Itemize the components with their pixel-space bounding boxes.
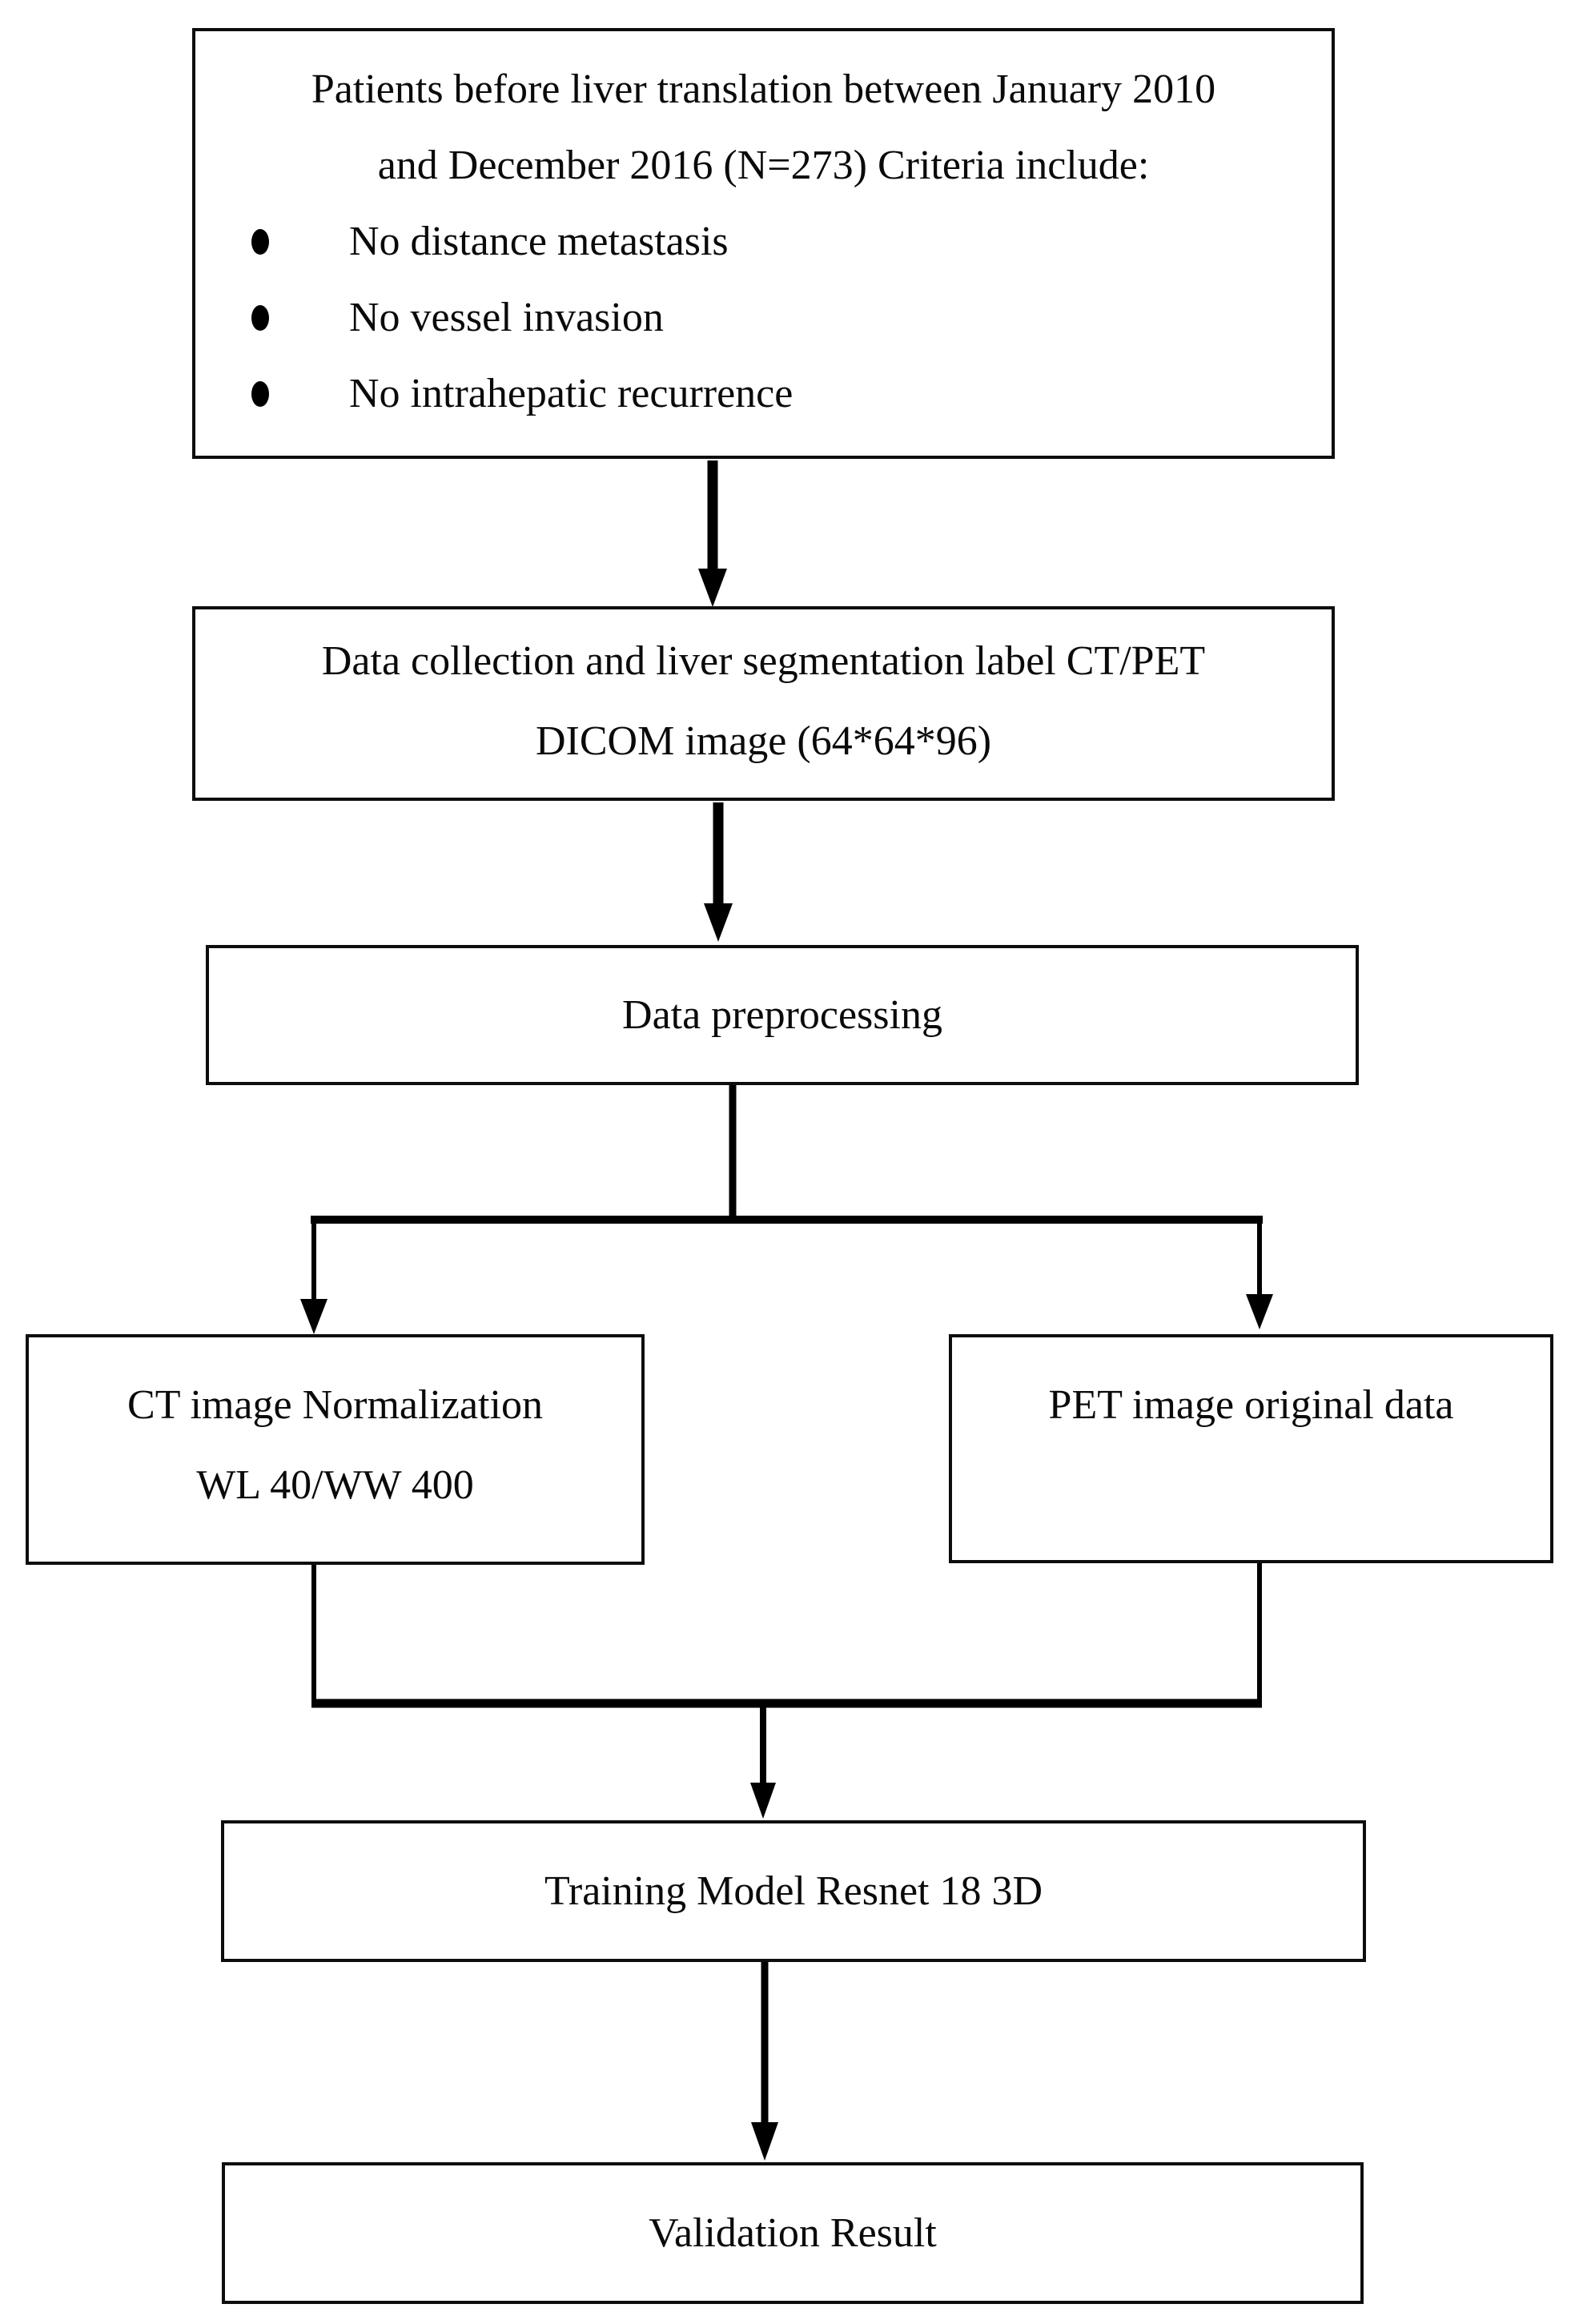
patients-line-2: and December 2016 (N=273) Criteria inclu…: [377, 142, 1150, 188]
flow-node-ct-normalization: CT image Normalization WL 40/WW 400: [26, 1334, 645, 1565]
flow-node-data-collection: Data collection and liver segmentation l…: [192, 606, 1335, 801]
patients-bullet-3: No intrahepatic recurrence: [349, 370, 794, 416]
patients-bullet-2: No vessel invasion: [349, 294, 664, 340]
flow-node-training: Training Model Resnet 18 3D: [221, 1820, 1366, 1962]
patients-bullet-row: No distance metastasis: [195, 203, 1332, 279]
flow-node-preprocessing: Data preprocessing: [206, 945, 1359, 1085]
bullet-icon: [251, 380, 269, 407]
patients-bullet-1: No distance metastasis: [349, 218, 729, 264]
validation-label: Validation Result: [649, 2209, 937, 2256]
connector-split: [300, 1085, 1273, 1334]
arrowhead-to-training: [750, 1783, 776, 1819]
pet-line-1: PET image original data: [1048, 1382, 1454, 1428]
patients-bullet-row: No intrahepatic recurrence: [195, 356, 1332, 432]
bullet-icon: [251, 304, 269, 331]
collection-line-1: Data collection and liver segmentation l…: [321, 638, 1206, 684]
arrowhead-to-ct: [300, 1299, 327, 1334]
arrow-training-to-validation: [751, 1962, 778, 2161]
patients-bullet-row: No vessel invasion: [195, 279, 1332, 356]
arrowhead-to-pet: [1246, 1294, 1273, 1329]
arrow-patients-to-collection: [698, 460, 727, 607]
flow-node-patients: Patients before liver translation betwee…: [192, 28, 1335, 459]
collection-line-2: DICOM image (64*64*96): [535, 718, 992, 764]
patients-line-1: Patients before liver translation betwee…: [311, 66, 1216, 112]
training-label: Training Model Resnet 18 3D: [544, 1868, 1043, 1914]
ct-line-2: WL 40/WW 400: [196, 1462, 474, 1508]
arrow-collection-to-preprocessing: [704, 802, 733, 942]
ct-line-1: CT image Normalization: [127, 1382, 543, 1428]
connector-merge: [311, 1563, 1262, 1819]
bullet-icon: [251, 228, 269, 255]
flow-node-pet-original: PET image original data: [949, 1334, 1553, 1563]
preprocessing-label: Data preprocessing: [622, 991, 942, 1038]
flow-node-validation: Validation Result: [222, 2162, 1364, 2304]
